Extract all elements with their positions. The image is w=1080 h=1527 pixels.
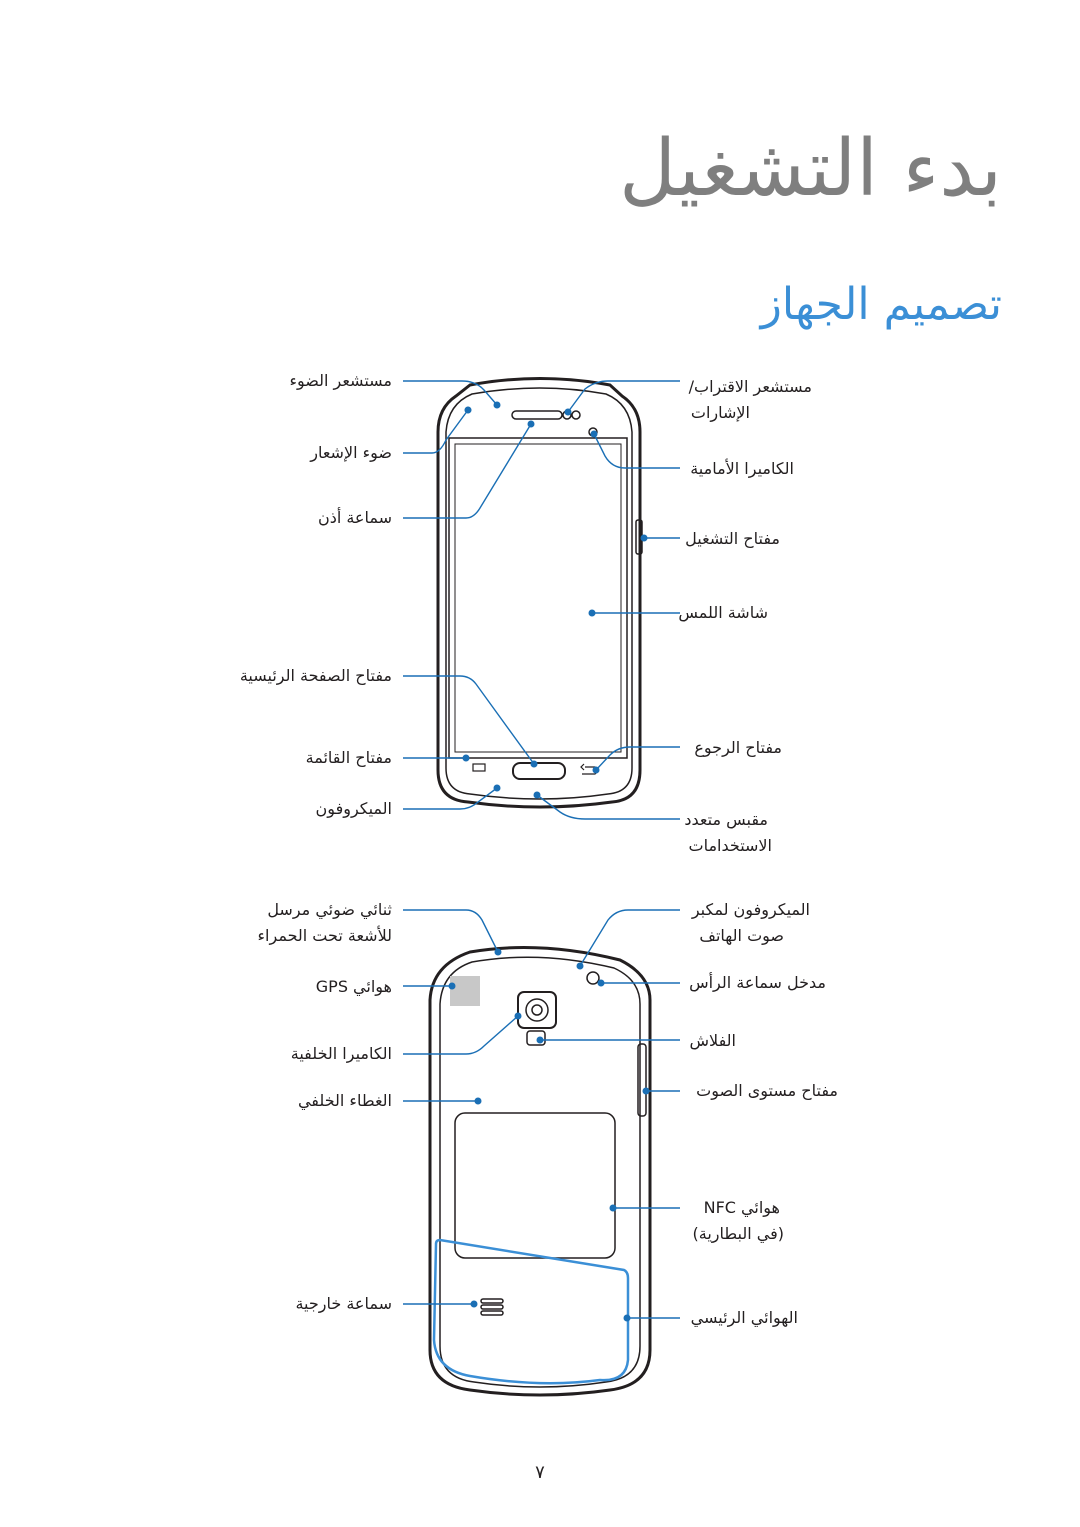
label-notification-light: ضوء الإشعار	[310, 443, 392, 462]
section-title: تصميم الجهاز	[760, 279, 1002, 330]
label-front-camera: الكاميرا الأمامية	[690, 459, 794, 478]
label-microphone: الميكروفون	[315, 799, 392, 818]
label-gps-antenna: هوائي GPS	[315, 977, 392, 996]
label-gesture-sensor-line2: الإشارات	[690, 403, 750, 422]
front-leader-dots	[462, 401, 648, 799]
label-nfc-antenna-line2: (في البطارية)	[692, 1224, 784, 1243]
label-headset-jack: مدخل سماعة الرأس	[689, 973, 826, 992]
back-device-illustration	[428, 946, 652, 1397]
label-nfc-antenna: هوائي NFC	[703, 1198, 780, 1217]
page-number: ٧	[535, 1462, 545, 1483]
front-device-illustration	[436, 377, 643, 809]
back-leader-dots	[448, 948, 650, 1322]
label-mic-speakerphone-line2: صوت الهاتف	[699, 926, 784, 945]
chapter-title: بدء التشغيل	[619, 124, 1002, 214]
label-speaker: سماعة خارجية	[295, 1294, 392, 1313]
label-earpiece: سماعة أذن	[317, 508, 392, 527]
label-ir-led: ثنائي ضوئي مرسل	[267, 900, 392, 919]
label-flash: الفلاش	[689, 1031, 737, 1050]
label-proximity-sensor: مستشعر الضوء	[289, 371, 392, 390]
label-main-antenna: الهوائي الرئيسي	[690, 1308, 798, 1327]
label-multipurpose-jack-line2: الاستخدامات	[688, 836, 772, 855]
label-home-key: مفتاح الصفحة الرئيسية	[239, 666, 392, 685]
label-volume-key: مفتاح مستوى الصوت	[696, 1081, 838, 1100]
label-multipurpose-jack: مقبس متعدد	[684, 810, 768, 829]
label-back-key: مفتاح الرجوع	[694, 738, 782, 757]
label-touch-screen: شاشة اللمس	[678, 603, 768, 622]
label-gesture-sensor: مستشعر الاقتراب/	[688, 377, 812, 396]
label-rear-camera: الكاميرا الخلفية	[290, 1044, 392, 1063]
label-menu-key: مفتاح القائمة	[305, 748, 392, 767]
front-leader-lines	[403, 380, 680, 820]
back-leader-lines	[403, 909, 680, 1319]
main-antenna-outline	[432, 1238, 630, 1385]
label-power-key: مفتاح التشغيل	[685, 529, 780, 548]
label-ir-led-line2: للأشعة تحت الحمراء	[257, 926, 392, 945]
label-mic-speakerphone: الميكروفون لمكبر	[691, 900, 810, 919]
label-back-cover: الغطاء الخلفي	[297, 1091, 392, 1110]
